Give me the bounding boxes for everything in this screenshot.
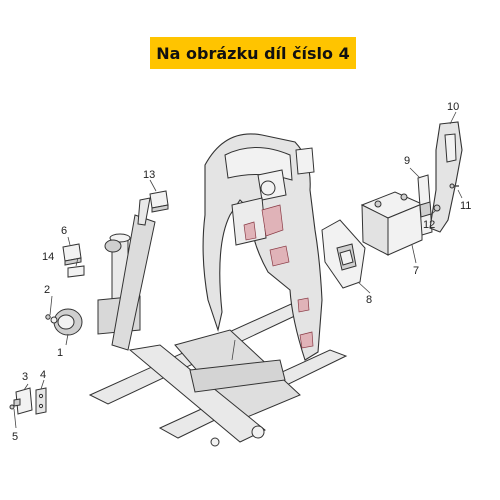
callout-3: 3 — [22, 371, 28, 383]
callout-2: 2 — [44, 284, 50, 296]
part-14-fuse — [67, 265, 85, 278]
part-banner: Na obrázku díl číslo 4 — [150, 37, 356, 69]
callout-11: 11 — [460, 200, 471, 212]
callout-12: 12 — [423, 219, 435, 231]
callout-13: 13 — [143, 169, 155, 181]
callout-7: 7 — [413, 265, 419, 277]
part-7-battery — [360, 191, 424, 256]
callout-10: 10 — [447, 101, 459, 113]
chassis-frame — [88, 299, 348, 447]
callout-9: 9 — [404, 155, 410, 167]
part-1-horn — [50, 308, 83, 336]
callout-1: 1 — [57, 347, 63, 359]
banner-title: Na obrázku díl číslo 4 — [156, 43, 350, 63]
callout-8: 8 — [366, 294, 372, 306]
part-12-clip — [433, 204, 441, 212]
leader-lines — [13, 111, 463, 429]
callout-5: 5 — [12, 431, 18, 443]
part-13-relay — [149, 190, 169, 213]
callout-4: 4 — [40, 369, 46, 381]
part-10-battery-cover — [429, 121, 463, 233]
steering-column — [97, 197, 156, 351]
leg-shield — [202, 133, 323, 361]
part-2-screw — [45, 314, 51, 320]
callout-labels: 13 6 14 2 1 3 4 5 8 7 9 10 11 12 — [12, 101, 471, 443]
part-6-relay — [62, 243, 82, 266]
part-8-battery-tray — [321, 219, 366, 289]
part-5-screw — [9, 404, 15, 410]
callout-14: 14 — [42, 251, 54, 263]
callout-6: 6 — [61, 225, 67, 237]
part-3-4-bracket — [13, 387, 47, 415]
part-11-screw — [449, 183, 459, 189]
part-9-strap — [417, 174, 433, 236]
